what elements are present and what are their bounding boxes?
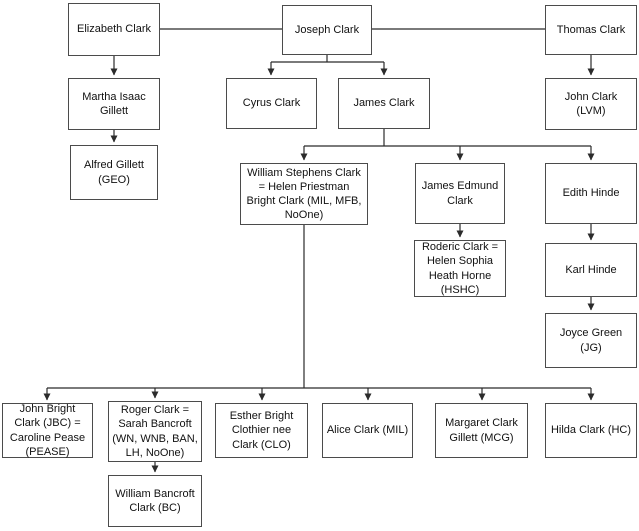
node-roderic-clark: Roderic Clark = Helen Sophia Heath Horne…: [414, 240, 506, 297]
node-roger-clark: Roger Clark = Sarah Bancroft (WN, WNB, B…: [108, 401, 202, 462]
node-william-stephens-clark: William Stephens Clark = Helen Priestman…: [240, 163, 368, 225]
node-esther-bright-clothier-clo: Esther Bright Clothier nee Clark (CLO): [215, 403, 308, 458]
node-elizabeth-clark: Elizabeth Clark: [68, 3, 160, 56]
node-john-clark-lvm: John Clark (LVM): [545, 78, 637, 130]
node-joseph-clark: Joseph Clark: [282, 5, 372, 55]
node-joyce-green-jg: Joyce Green (JG): [545, 313, 637, 368]
node-alfred-gillett-geo: Alfred Gillett (GEO): [70, 145, 158, 200]
node-john-bright-clark-jbc: John Bright Clark (JBC) = Caroline Pease…: [2, 403, 93, 458]
node-william-bancroft-clark-bc: William Bancroft Clark (BC): [108, 475, 202, 527]
node-hilda-clark-hc: Hilda Clark (HC): [545, 403, 637, 458]
node-james-clark: James Clark: [338, 78, 430, 129]
node-thomas-clark: Thomas Clark: [545, 5, 637, 55]
node-alice-clark-mil: Alice Clark (MIL): [322, 403, 413, 458]
node-karl-hinde: Karl Hinde: [545, 243, 637, 297]
node-margaret-clark-gillett-mcg: Margaret Clark Gillett (MCG): [435, 403, 528, 458]
node-martha-isaac-gillett: Martha Isaac Gillett: [68, 78, 160, 130]
node-james-edmund-clark: James Edmund Clark: [415, 163, 505, 224]
node-cyrus-clark: Cyrus Clark: [226, 78, 317, 129]
node-edith-hinde: Edith Hinde: [545, 163, 637, 224]
